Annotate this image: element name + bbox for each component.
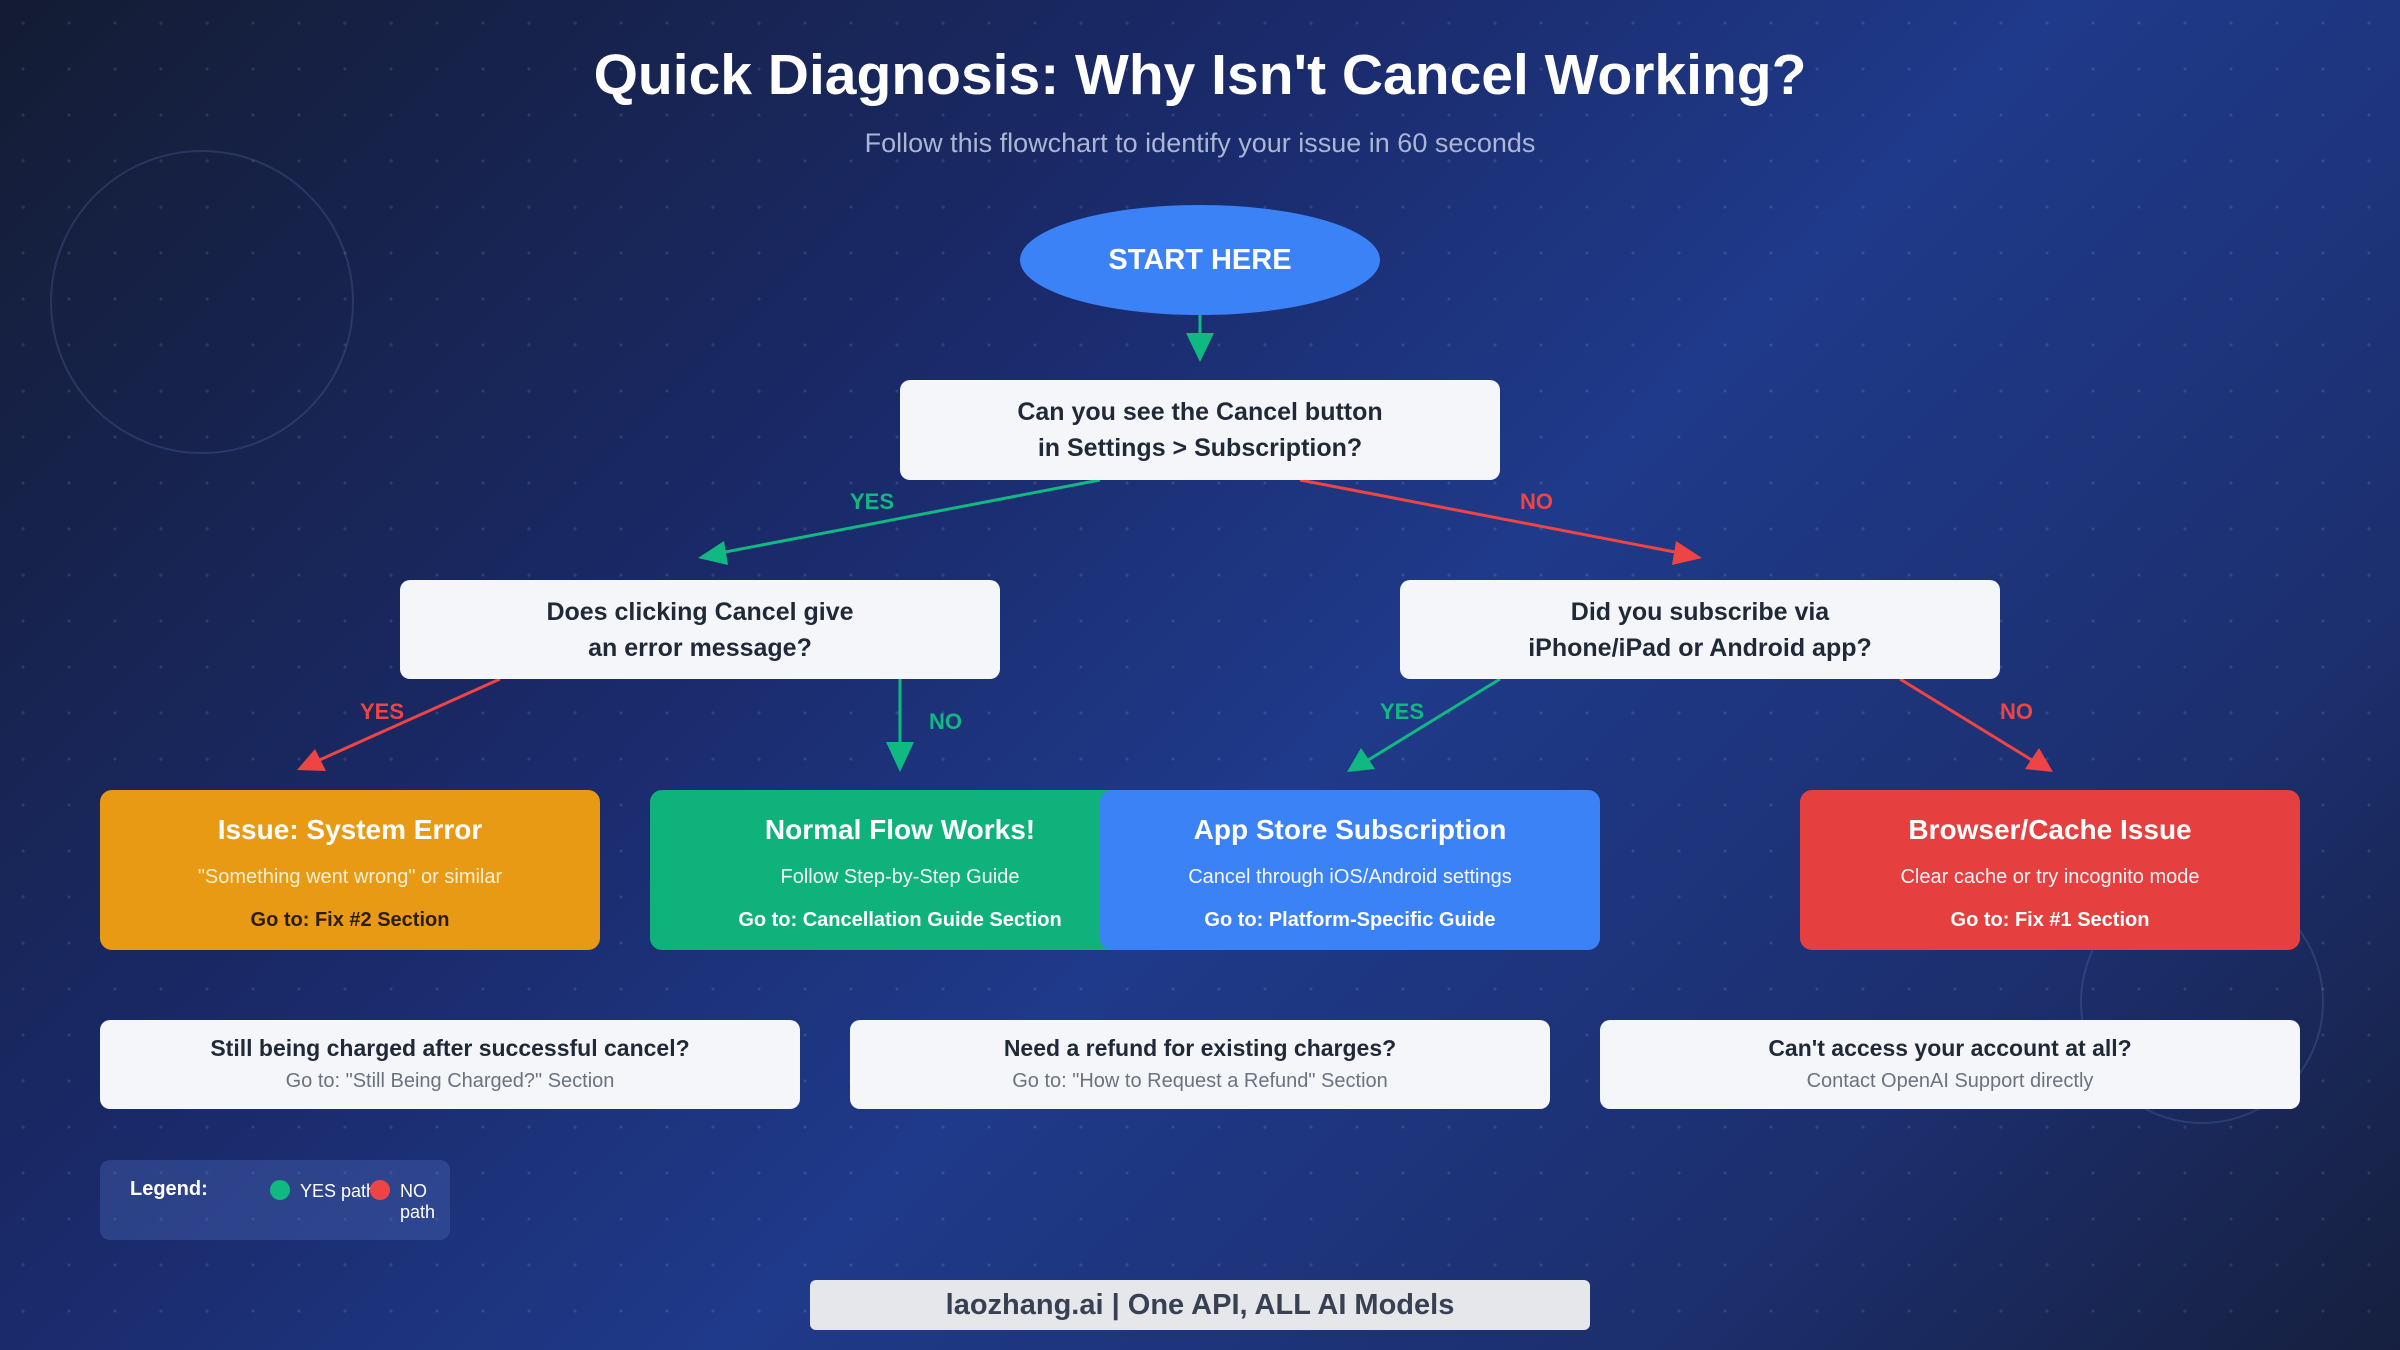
legend: Legend: YES path NO path: [100, 1160, 450, 1240]
question-text-line: an error message?: [588, 633, 812, 662]
arrow-q3-yes: [1347, 677, 1501, 772]
info-description: Go to: "How to Request a Refund" Section: [1012, 1070, 1388, 1092]
outcome-description: Follow Step-by-Step Guide: [780, 866, 1020, 888]
outcome-description: Clear cache or try incognito mode: [1900, 866, 2200, 888]
edge-label-q1-yes: YES: [850, 489, 895, 514]
legend-yes-text: YES path: [300, 1181, 377, 1201]
outcome-goto: Go to: Cancellation Guide Section: [738, 909, 1062, 931]
info-account-access: Can't access your account at all? Contac…: [1600, 1020, 2300, 1109]
page-title: Quick Diagnosis: Why Isn't Cancel Workin…: [593, 43, 1807, 107]
edge-label-q3-yes: YES: [1380, 699, 1425, 724]
info-still-charged: Still being charged after successful can…: [100, 1020, 800, 1109]
arrow-q2-no: [886, 679, 914, 772]
outcome-goto: Go to: Platform-Specific Guide: [1204, 909, 1496, 931]
outcome-browser-cache: Browser/Cache Issue Clear cache or try i…: [1800, 790, 2300, 950]
outcome-title: Normal Flow Works!: [764, 814, 1036, 845]
question-text-line: Did you subscribe via: [1570, 597, 1830, 626]
legend-no-dot: [370, 1180, 390, 1200]
info-refund: Need a refund for existing charges? Go t…: [850, 1020, 1550, 1109]
question-text-line: in Settings > Subscription?: [1037, 434, 1363, 462]
question-error-message: Does clicking Cancel give an error messa…: [400, 580, 1000, 679]
question-text-line: Can you see the Cancel button: [1017, 398, 1383, 426]
edge-label-q3-no: NO: [2000, 699, 2033, 724]
info-title: Can't access your account at all?: [1768, 1035, 2132, 1061]
arrow-q1-no: [1299, 478, 1702, 565]
outcome-description: "Something went wrong" or similar: [197, 866, 503, 888]
outcome-title: Issue: System Error: [217, 814, 483, 845]
decorative-circle-left: [50, 150, 354, 454]
question-text-line: iPhone/iPad or Android app?: [1528, 633, 1872, 662]
info-description: Go to: "Still Being Charged?" Section: [285, 1070, 615, 1092]
outcome-description: Cancel through iOS/Android settings: [1188, 866, 1512, 888]
outcome-goto: Go to: Fix #1 Section: [1950, 909, 2150, 931]
info-description: Contact OpenAI Support directly: [1806, 1070, 2094, 1092]
edge-label-q1-no: NO: [1520, 489, 1553, 514]
legend-no-text: NO path: [400, 1181, 436, 1222]
outcome-title: Browser/Cache Issue: [1908, 814, 2192, 845]
edge-label-q2-no: NO: [929, 709, 962, 734]
info-title: Need a refund for existing charges?: [1003, 1035, 1397, 1061]
question-subscribed-via-app: Did you subscribe via iPhone/iPad or And…: [1400, 580, 2000, 679]
edge-label-q2-yes: YES: [360, 699, 405, 724]
arrow-start-to-q1: [1186, 315, 1214, 362]
outcome-app-store: App Store Subscription Cancel through iO…: [1100, 790, 1600, 950]
legend-label: Legend:: [130, 1178, 208, 1200]
question-text-line: Does clicking Cancel give: [546, 597, 854, 626]
outcome-normal-flow: Normal Flow Works! Follow Step-by-Step G…: [650, 790, 1150, 950]
info-title: Still being charged after successful can…: [210, 1035, 690, 1061]
arrow-q1-yes: [698, 478, 1101, 565]
outcome-title: App Store Subscription: [1193, 814, 1507, 845]
arrow-q3-no: [1899, 677, 2053, 772]
arrow-q2-yes: [297, 677, 501, 771]
footer-banner: laozhang.ai | One API, ALL AI Models: [810, 1280, 1590, 1330]
outcome-goto: Go to: Fix #2 Section: [250, 909, 450, 931]
legend-yes-dot: [270, 1180, 290, 1200]
start-node: START HERE: [1020, 205, 1380, 315]
question-cancel-button-visible: Can you see the Cancel button in Setting…: [900, 380, 1500, 480]
outcome-system-error: Issue: System Error "Something went wron…: [100, 790, 600, 950]
page-subtitle: Follow this flowchart to identify your i…: [864, 128, 1536, 158]
